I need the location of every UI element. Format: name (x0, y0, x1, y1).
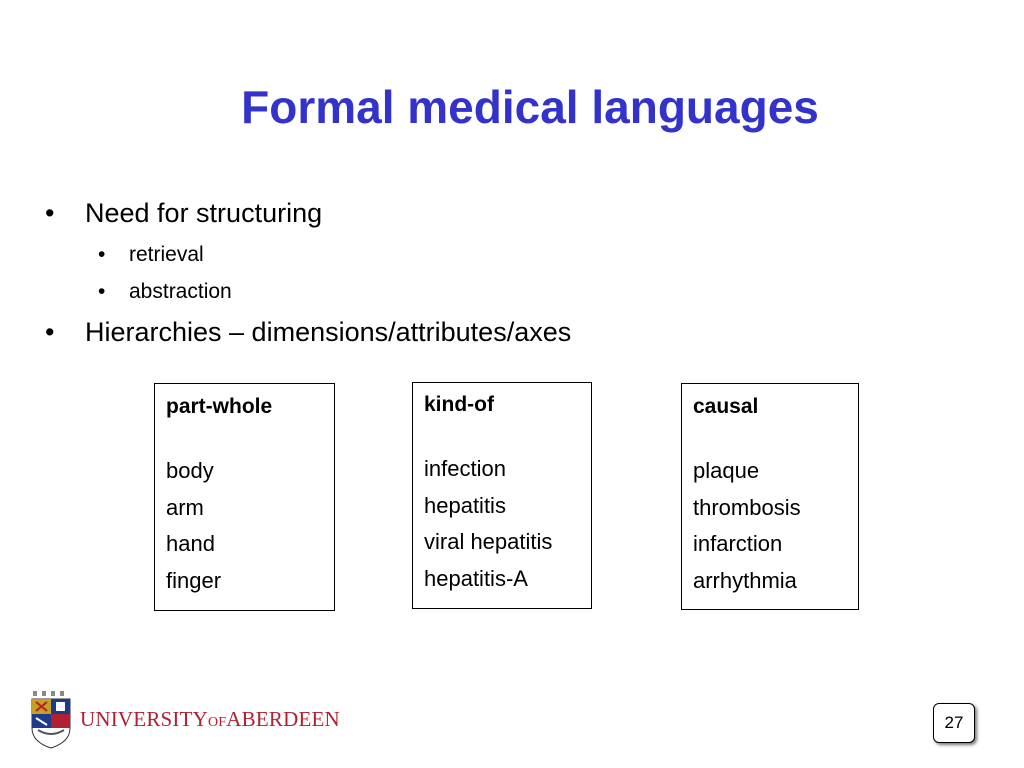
subbullet-text: retrieval (129, 243, 204, 266)
box-item: arm (166, 494, 204, 520)
box-item: infarction (693, 531, 783, 556)
bullet-hierarchies: • Hierarchies – dimensions/attributes/axe… (45, 317, 571, 348)
university-logo: UNIVERSITYOFABERDEEN (30, 690, 370, 750)
box-kind-of: kind-of infection hepatitis viral hepati… (412, 382, 592, 609)
university-name: UNIVERSITYOFABERDEEN (80, 707, 340, 732)
box-item: thrombosis (693, 494, 801, 520)
box-item: hand (166, 531, 215, 556)
subbullet-dot: • (98, 280, 106, 303)
slide-title: Formal medical languages (241, 81, 819, 133)
subbullet-text: abstraction (129, 280, 232, 303)
bullet-need-for-structuring: • Need for structuring (45, 198, 322, 229)
box-part-whole: part-whole body arm hand finger (154, 383, 335, 611)
subbullet-dot: • (98, 243, 106, 266)
box-item: hepatitis-A (424, 565, 528, 591)
bullet-dot: • (45, 317, 55, 347)
box-item: hepatitis (424, 492, 506, 518)
box-heading: causal (693, 395, 759, 418)
box-item: viral hepatitis (424, 529, 553, 554)
logo-text-end: ABERDEEN (226, 707, 340, 731)
box-item: finger (166, 567, 222, 593)
bullet-dot: • (45, 198, 55, 228)
box-causal: causal plaque thrombosis infarction arrh… (681, 383, 859, 610)
page-number: 27 (933, 703, 975, 743)
box-item: plaque (693, 458, 760, 483)
box-item: arrhythmia (693, 567, 797, 593)
logo-text-main: UNIVERSITY (80, 707, 208, 731)
logo-text-of: OF (208, 715, 227, 730)
box-item: infection (424, 456, 506, 481)
university-crest-icon (31, 691, 71, 749)
box-item: body (166, 458, 214, 483)
bullet-text: Hierarchies – dimensions/attributes/axes (85, 317, 572, 347)
box-heading: kind-of (424, 393, 494, 416)
box-heading: part-whole (166, 395, 273, 418)
subbullet-abstraction: • abstraction (98, 280, 232, 304)
subbullet-retrieval: • retrieval (98, 243, 204, 267)
bullet-text: Need for structuring (85, 198, 323, 228)
